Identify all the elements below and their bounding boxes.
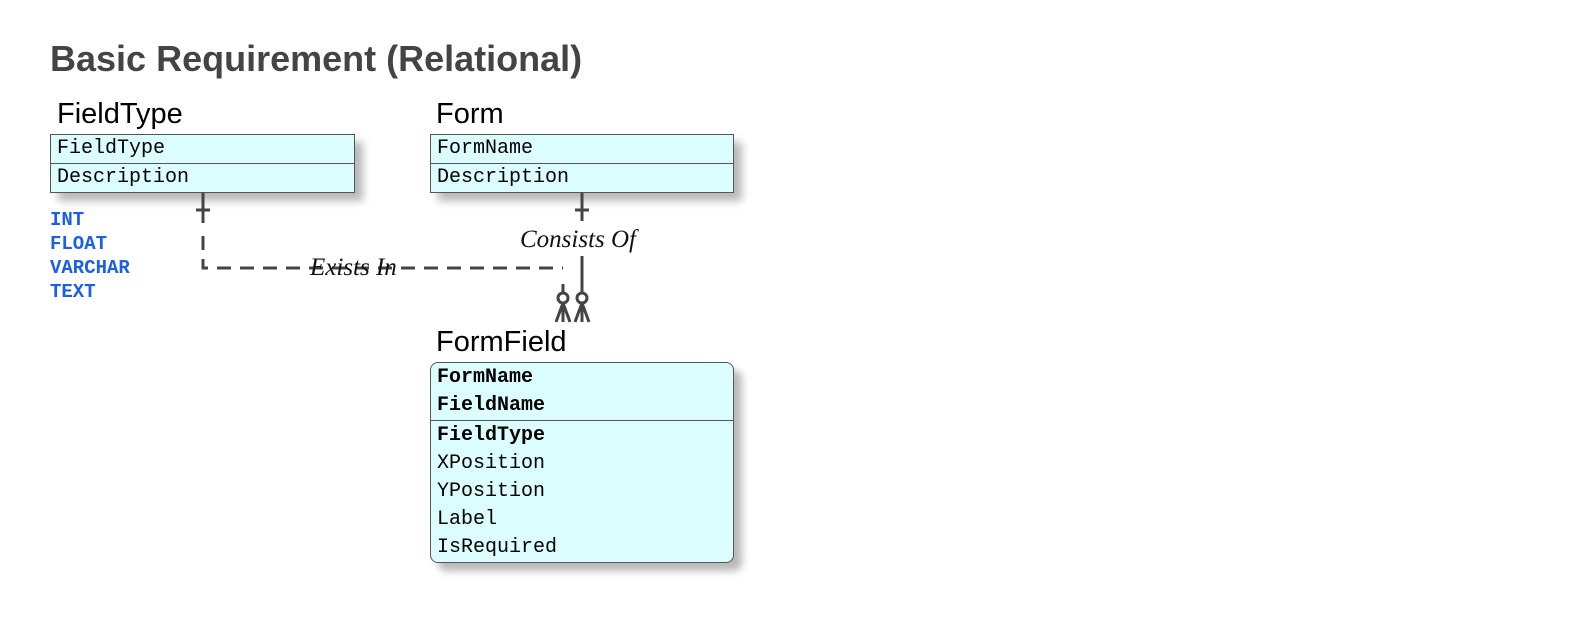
relationship-label-consists-of: Consists Of: [520, 226, 639, 253]
non-key-attributes-group: FieldType XPosition YPosition Label IsRe…: [431, 420, 733, 562]
exists-in-line: [201, 236, 563, 270]
entity-name-formfield: FormField: [436, 326, 567, 358]
relationship-label-exists-in: Exists In: [309, 254, 397, 281]
exists-in-crowfoot: [554, 302, 572, 323]
attribute-isrequired: IsRequired: [437, 536, 558, 559]
exists-in-zero-circle: [556, 291, 570, 305]
attribute-label: Label: [437, 508, 498, 531]
entity-fieldtype[interactable]: FieldType Description: [50, 134, 355, 193]
fieldtype-value: FLOAT: [50, 233, 108, 255]
fieldtype-values-list: INT FLOAT VARCHAR TEXT: [50, 208, 130, 304]
attribute-fieldtype: FieldType: [437, 424, 546, 447]
attribute-formname: FormName: [437, 137, 534, 160]
page-title: Basic Requirement (Relational): [50, 38, 583, 79]
attribute-description: Description: [51, 163, 354, 192]
attribute-fieldname: FieldName: [437, 394, 546, 417]
key-attributes-group: FormName FieldName: [431, 363, 733, 420]
attribute-description: Description: [431, 163, 733, 192]
consists-of-crowfoot: [573, 302, 591, 323]
attribute-yposition: YPosition: [437, 480, 546, 503]
fieldtype-value: VARCHAR: [50, 257, 130, 279]
entity-name-fieldtype: FieldType: [57, 98, 183, 130]
entity-form[interactable]: FormName Description: [430, 134, 734, 193]
entity-formfield[interactable]: FormName FieldName FieldType XPosition Y…: [430, 362, 734, 563]
attribute-xposition: XPosition: [437, 452, 546, 475]
consists-of-zero-circle: [575, 291, 589, 305]
fieldtype-value: TEXT: [50, 281, 96, 303]
attribute-formname: FormName: [437, 366, 534, 389]
fieldtype-value: INT: [50, 209, 85, 231]
entity-name-form: Form: [436, 98, 504, 130]
attribute-fieldtype: FieldType: [57, 137, 166, 160]
